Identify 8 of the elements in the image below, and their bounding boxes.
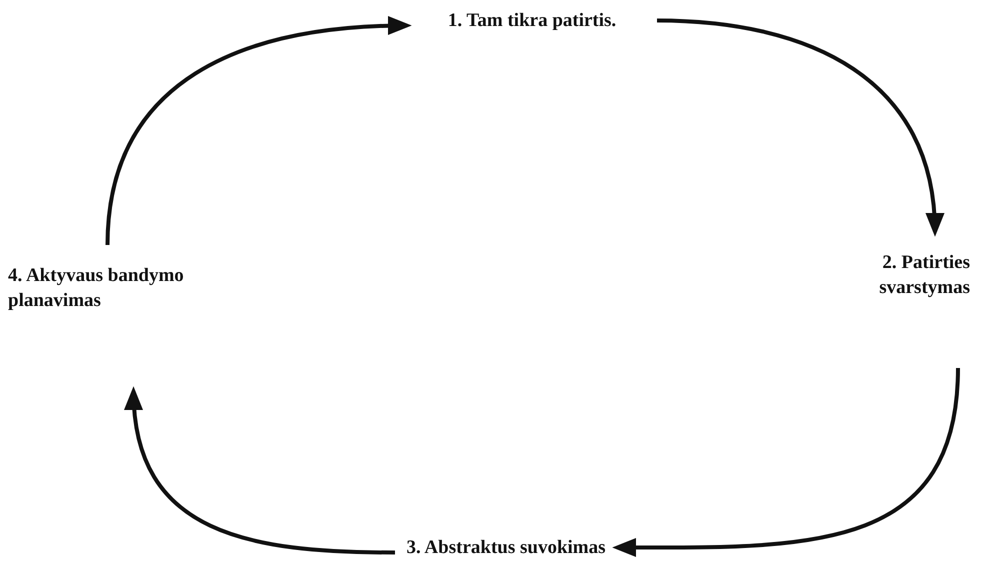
curved-arrow — [612, 368, 960, 558]
curved-arrow — [106, 16, 412, 246]
curved-arrow — [656, 18, 944, 237]
stage-label: 4. Aktyvaus bandymo planavimas — [8, 263, 213, 313]
stage-label: 1. Tam tikra patirtis. — [412, 8, 652, 33]
curved-arrow — [125, 386, 396, 554]
stage-label: 3. Abstraktus suvokimas — [400, 535, 612, 560]
stage-label: 2. Patirties svarstymas — [840, 250, 970, 300]
